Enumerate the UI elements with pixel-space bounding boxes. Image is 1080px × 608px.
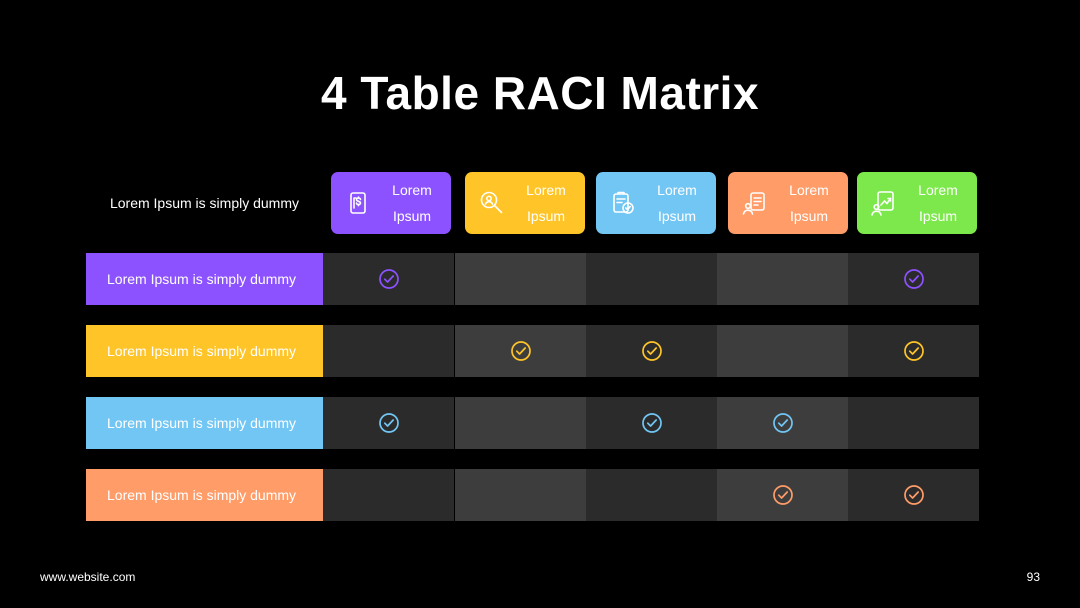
matrix-cell <box>586 325 717 377</box>
column-header-line1: Lorem <box>918 182 958 198</box>
check-circle-icon <box>641 412 663 434</box>
check-circle-icon <box>641 340 663 362</box>
row-label-3: Lorem Ipsum is simply dummy <box>86 397 323 449</box>
page-title: 4 Table RACI Matrix <box>320 67 760 119</box>
matrix-cell <box>323 397 454 449</box>
footer-website: www.website.com <box>40 570 136 584</box>
column-header-line2: Ipsum <box>657 208 697 224</box>
check-circle-icon <box>903 484 925 506</box>
search-person-icon <box>477 188 507 218</box>
matrix-cell <box>455 253 586 305</box>
growth-chart-icon <box>869 188 899 218</box>
matrix-cell <box>323 469 454 521</box>
check-circle-icon <box>510 340 532 362</box>
column-header-line2: Ipsum <box>789 208 829 224</box>
column-header-line2: Ipsum <box>918 208 958 224</box>
check-circle-icon <box>378 412 400 434</box>
matrix-cell <box>455 397 586 449</box>
matrix-cell <box>717 253 848 305</box>
matrix-cell <box>586 397 717 449</box>
matrix-cell <box>586 253 717 305</box>
matrix-cell <box>848 253 979 305</box>
column-header-line2: Ipsum <box>392 208 432 224</box>
column-header-line1: Lorem <box>657 182 697 198</box>
checklist-person-icon <box>740 188 770 218</box>
matrix-cell <box>717 325 848 377</box>
column-header-line1: Lorem <box>789 182 829 198</box>
matrix-cell <box>717 469 848 521</box>
matrix-cell <box>455 325 586 377</box>
check-circle-icon <box>772 484 794 506</box>
check-circle-icon <box>903 340 925 362</box>
column-header-line2: Ipsum <box>526 208 566 224</box>
check-circle-icon <box>378 268 400 290</box>
matrix-cell <box>586 469 717 521</box>
matrix-cell <box>717 397 848 449</box>
document-dollar-icon <box>343 188 373 218</box>
row-label-2: Lorem Ipsum is simply dummy <box>86 325 323 377</box>
corner-label: Lorem Ipsum is simply dummy <box>109 195 300 211</box>
column-header-line1: Lorem <box>526 182 566 198</box>
page-number: 93 <box>1026 570 1040 584</box>
matrix-cell <box>323 325 454 377</box>
matrix-cell <box>848 397 979 449</box>
check-circle-icon <box>903 268 925 290</box>
row-label-4: Lorem Ipsum is simply dummy <box>86 469 323 521</box>
matrix-cell <box>323 253 454 305</box>
check-circle-icon <box>772 412 794 434</box>
row-label-1: Lorem Ipsum is simply dummy <box>86 253 323 305</box>
clipboard-check-icon <box>608 188 638 218</box>
matrix-cell <box>848 325 979 377</box>
matrix-cell <box>848 469 979 521</box>
matrix-cell <box>455 469 586 521</box>
column-header-line1: Lorem <box>392 182 432 198</box>
